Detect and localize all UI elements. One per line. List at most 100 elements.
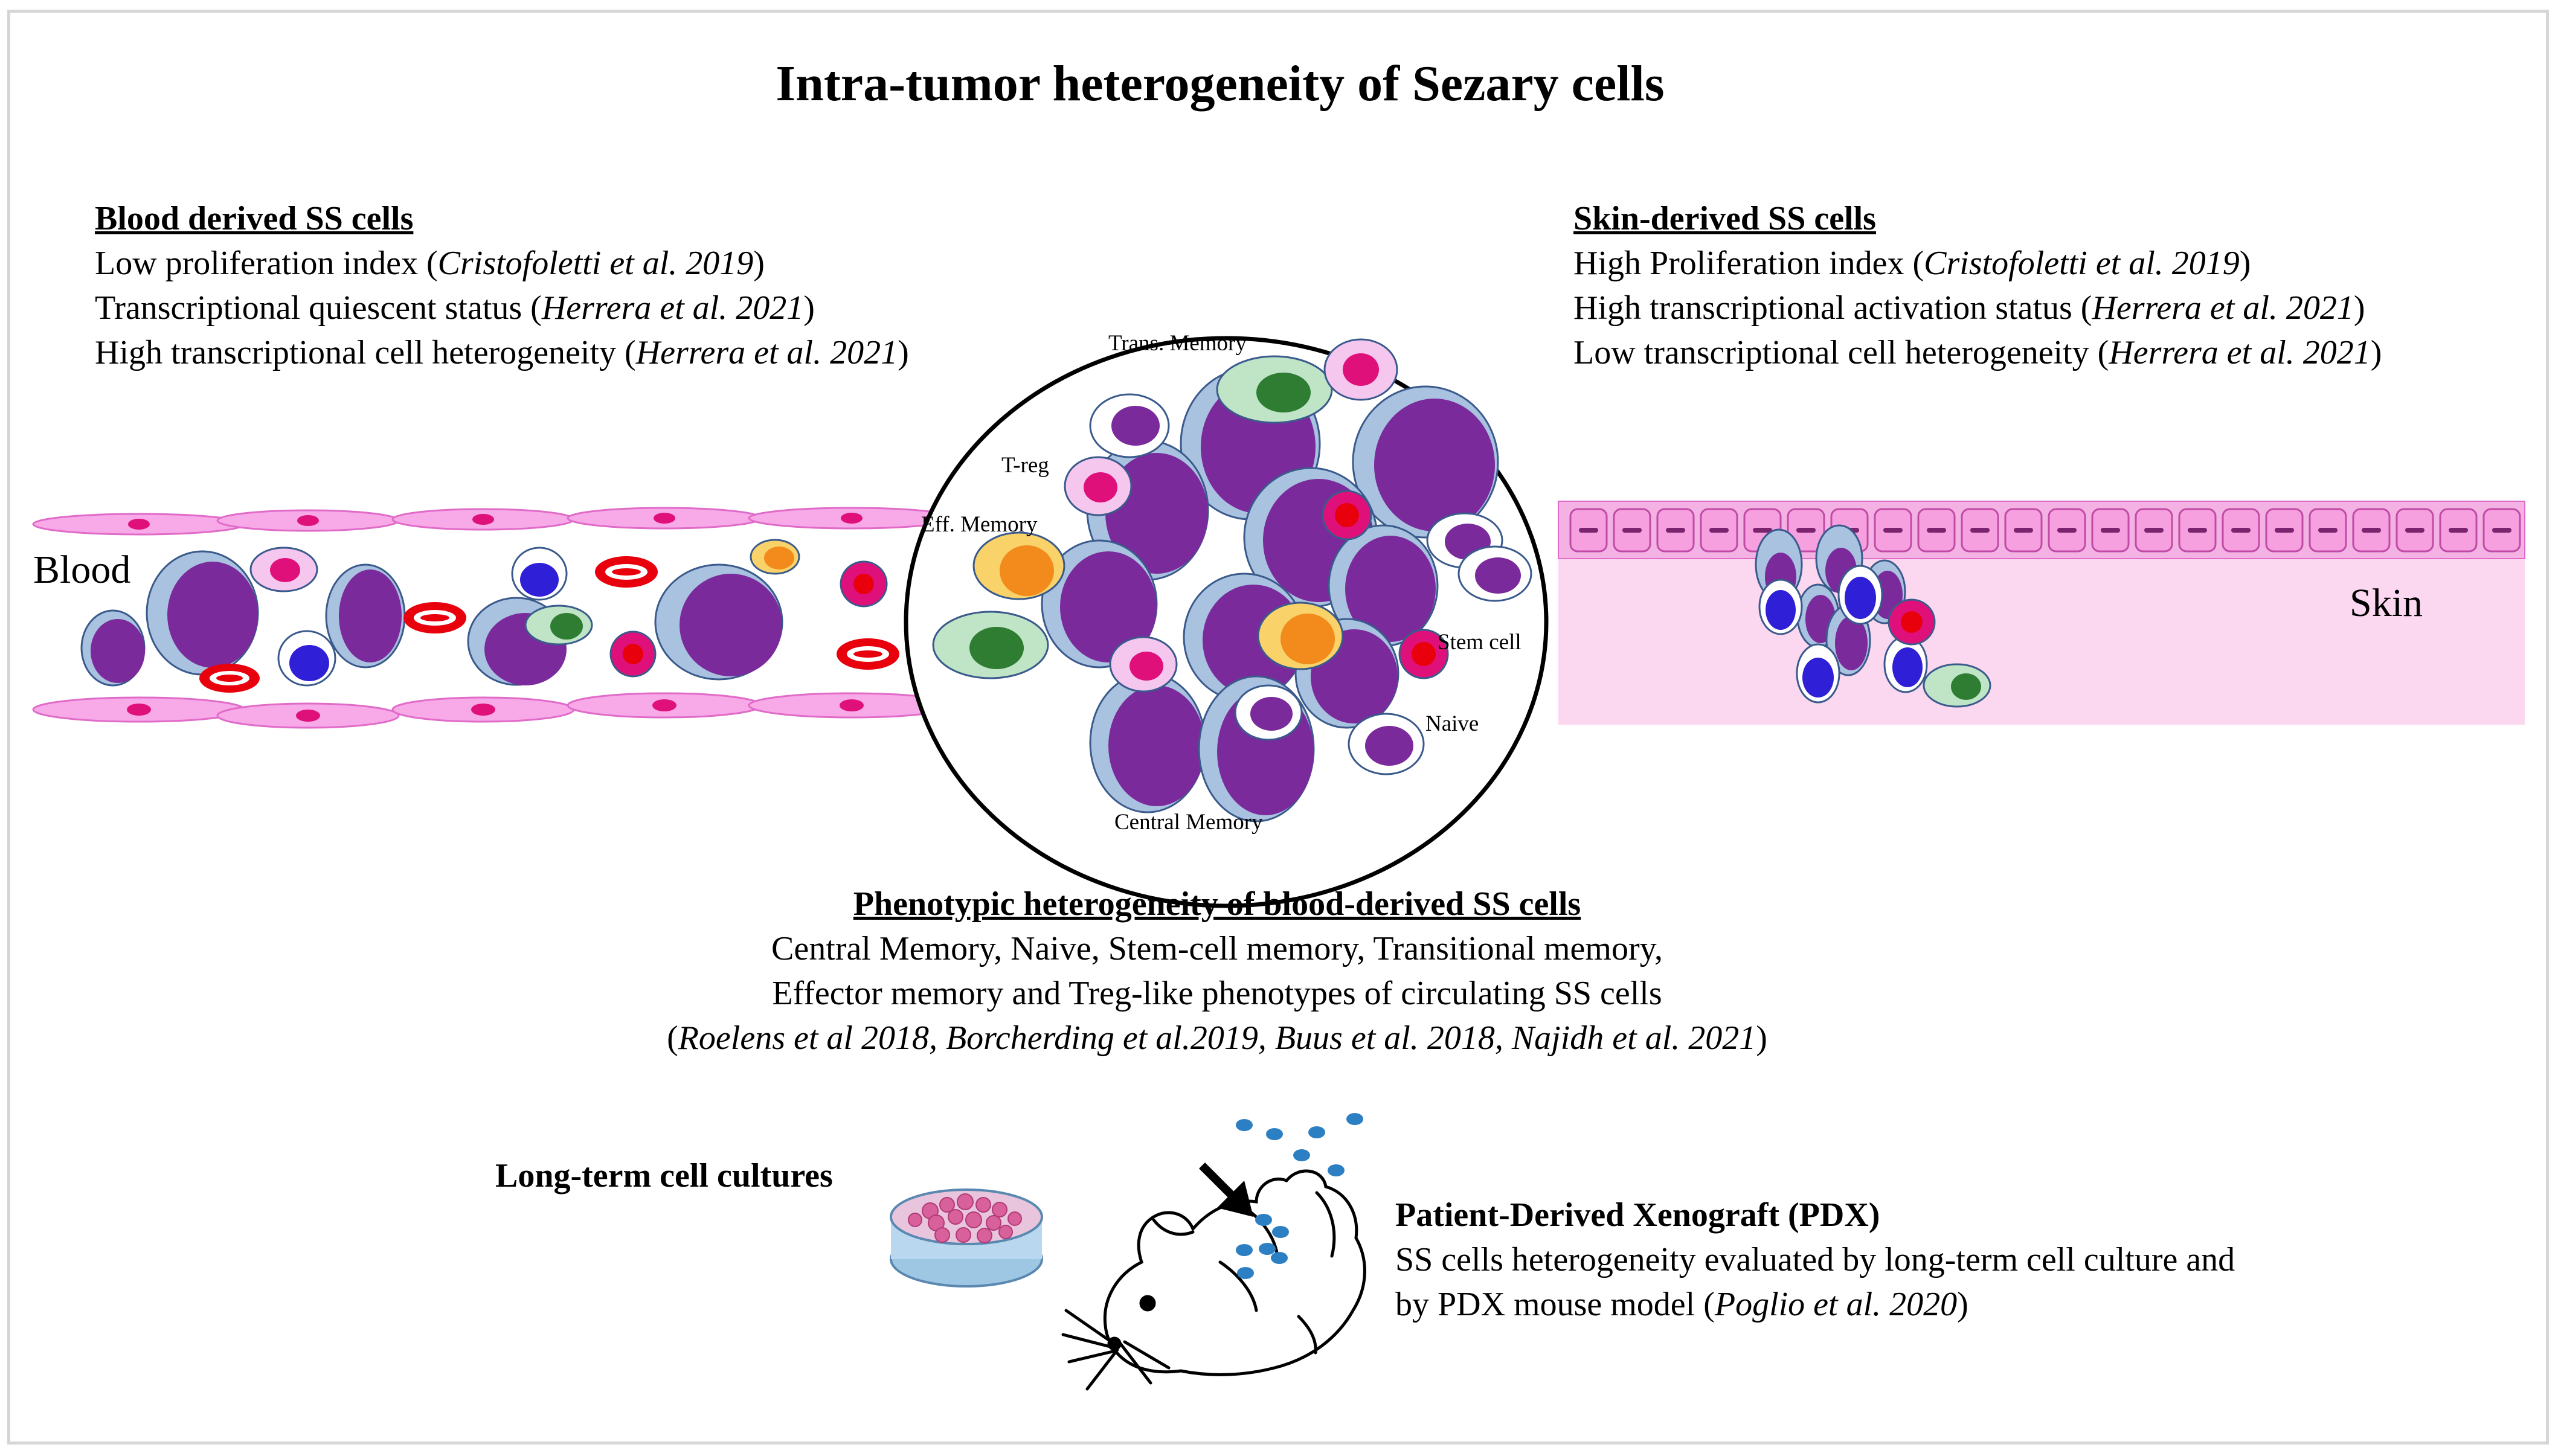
cultures-label: Long-term cell cultures — [495, 1157, 833, 1195]
blue-cell — [277, 630, 336, 687]
phenotypic-line-2: Effector memory and Treg-like phenotypes… — [772, 975, 1662, 1012]
phenotypic-heading: Phenotypic heterogeneity of blood-derive… — [853, 885, 1581, 923]
skin-keratinocyte-row — [1569, 508, 2521, 553]
blood-label: Blood — [33, 548, 130, 592]
stem-cell — [840, 560, 888, 608]
keratinocyte — [2091, 508, 2130, 553]
skin-blue-cell — [1837, 565, 1883, 625]
label-trans-memory: Trans. Memory — [1108, 331, 1247, 356]
blood-line-1: Low proliferation index (Cristofoletti e… — [95, 245, 765, 282]
tumor-cell — [146, 550, 259, 676]
label-central-memory: Central Memory — [1114, 810, 1263, 835]
pdx-heading: Patient-Derived Xenograft (PDX) — [1395, 1196, 1880, 1234]
trans-memory-cell — [1216, 355, 1333, 424]
label-stem-cell: Stem cell — [1438, 630, 1521, 655]
red-blood-cell — [595, 556, 658, 588]
treg-cell — [1064, 456, 1133, 516]
keratinocyte — [2004, 508, 2043, 553]
skin-stem-cell — [1888, 598, 1936, 646]
injection-arrow-icon — [1199, 1163, 1253, 1217]
keratinocyte — [1961, 508, 1999, 553]
keratinocyte — [2352, 508, 2391, 553]
blood-line-2: Transcriptional quiescent status (Herrer… — [95, 289, 815, 327]
stem-cell — [1322, 490, 1372, 540]
skin-label: Skin — [2350, 581, 2423, 625]
red-blood-cell — [837, 638, 899, 670]
keratinocyte — [2222, 508, 2260, 553]
red-blood-cell — [403, 602, 466, 633]
pdx-line-1: SS cells heterogeneity evaluated by long… — [1395, 1241, 2235, 1278]
label-t-reg: T-reg — [1001, 453, 1049, 478]
skin-line-2: High transcriptional activation status (… — [1573, 289, 2365, 327]
keratinocyte — [1787, 508, 1825, 553]
label-eff-memory: Eff. Memory — [921, 512, 1038, 537]
keratinocyte — [2178, 508, 2217, 553]
tumor-cell — [1328, 524, 1439, 647]
naive-cell — [1089, 393, 1170, 458]
naive-cell — [1348, 713, 1425, 775]
keratinocyte — [2396, 508, 2434, 553]
naive-cell — [1234, 684, 1303, 741]
tumor-cell — [80, 609, 146, 687]
keratinocyte — [1874, 508, 1912, 553]
keratinocyte — [1613, 508, 1651, 553]
tumor-cell — [654, 563, 783, 681]
tumor-cell — [1041, 539, 1158, 669]
treg-cell — [1323, 338, 1398, 401]
pink-cell — [249, 547, 318, 592]
tumor-cell — [325, 563, 406, 669]
tumor-cell — [1089, 672, 1206, 813]
injected-cells-dots — [1236, 1113, 1363, 1279]
blood-heading: Blood derived SS cells — [95, 200, 414, 237]
vessel-top-wall — [32, 507, 956, 536]
phenotypic-line-1: Central Memory, Naive, Stem-cell memory,… — [771, 930, 1663, 967]
blood-line-3: High transcriptional cell heterogeneity … — [95, 334, 909, 371]
keratinocyte — [1656, 508, 1695, 553]
figure-title: Intra-tumor heterogeneity of Sezary cell… — [776, 56, 1665, 112]
keratinocyte — [2048, 508, 2086, 553]
orange-cell — [750, 539, 800, 575]
keratinocyte — [2482, 508, 2521, 553]
green-cell — [524, 605, 593, 646]
blood-text-block: Blood derived SS cells Low proliferation… — [95, 196, 909, 375]
vessel-cells — [80, 539, 899, 693]
keratinocyte — [2135, 508, 2173, 553]
skin-tissue — [1558, 501, 2525, 725]
pdx-line-2: by PDX mouse model (Poglio et al. 2020) — [1395, 1286, 1968, 1323]
treg-cell — [1109, 636, 1178, 693]
skin-blue-cell — [1758, 579, 1803, 635]
skin-heading: Skin-derived SS cells — [1573, 200, 1876, 237]
eff-memory-cell — [972, 531, 1065, 600]
green-cell — [932, 611, 1049, 679]
skin-green-cell — [1923, 663, 1991, 708]
naive-cell — [1457, 545, 1532, 602]
skin-blue-cell — [1796, 643, 1840, 704]
pdx-block: Patient-Derived Xenograft (PDX) SS cells… — [1395, 1193, 2235, 1327]
keratinocyte — [2309, 508, 2347, 553]
blue-cell — [511, 547, 568, 601]
keratinocyte — [1569, 508, 1608, 553]
petri-dish-icon — [890, 1188, 1043, 1288]
skin-text-block: Skin-derived SS cells High Proliferation… — [1573, 196, 2382, 375]
skin-line-1: High Proliferation index (Cristofoletti … — [1573, 245, 2251, 282]
tumor-cell — [1352, 385, 1499, 539]
keratinocyte — [1700, 508, 1738, 553]
keratinocyte — [2439, 508, 2478, 553]
keratinocyte — [2265, 508, 2304, 553]
eff-memory-cell — [1257, 601, 1344, 670]
figure-frame — [7, 10, 2549, 1445]
vessel-bottom-wall — [32, 692, 956, 729]
blood-vessel — [32, 507, 956, 729]
label-naive: Naive — [1425, 711, 1479, 736]
stem-cell — [609, 630, 657, 678]
skin-line-3: Low transcriptional cell heterogeneity (… — [1573, 334, 2382, 371]
phenotypic-refs: (Roelens et al 2018, Borcherding et al.2… — [667, 1019, 1767, 1057]
keratinocyte — [1917, 508, 1956, 553]
tumor-heterogeneity-circle: Trans. Memory T-reg Eff. Memory Stem cel… — [904, 331, 1549, 908]
mouse-icon — [1061, 1169, 1366, 1391]
stem-cell — [1398, 629, 1449, 679]
phenotypic-block: Phenotypic heterogeneity of blood-derive… — [0, 882, 2434, 1060]
skin-blue-cell — [1883, 635, 1928, 693]
red-blood-cell — [199, 664, 260, 693]
